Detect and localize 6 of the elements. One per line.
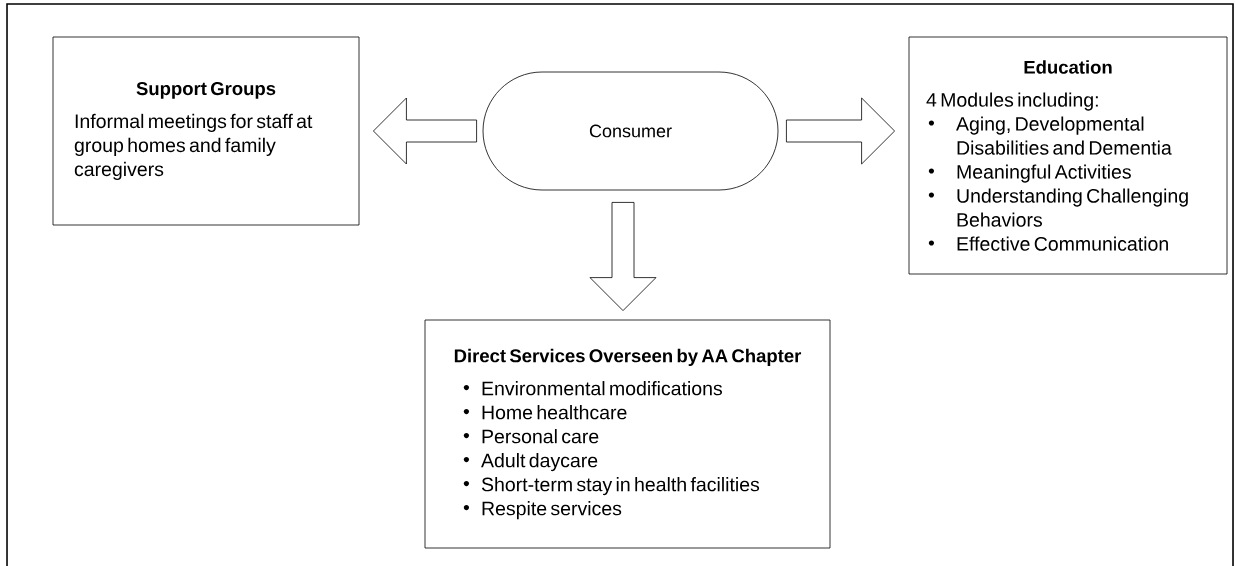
block-arrow	[589, 202, 657, 311]
education-box: Education 4 Modules including: Aging, Developmental Disabilities and Dementia Meaningful Activities Understanding Challenging Behaviors Effective Communication	[908, 36, 1228, 275]
block-arrow	[373, 97, 477, 165]
block-arrow	[786, 97, 895, 165]
services-box: Direct Services Overseen by AA Chapter Environmental modifications Home healthcare Personal care Adult daycare Short-term stay in health facilities Respite services	[424, 319, 831, 549]
support-box: Support Groups Informal meetings for staff at group homes and family caregivers	[52, 36, 360, 226]
